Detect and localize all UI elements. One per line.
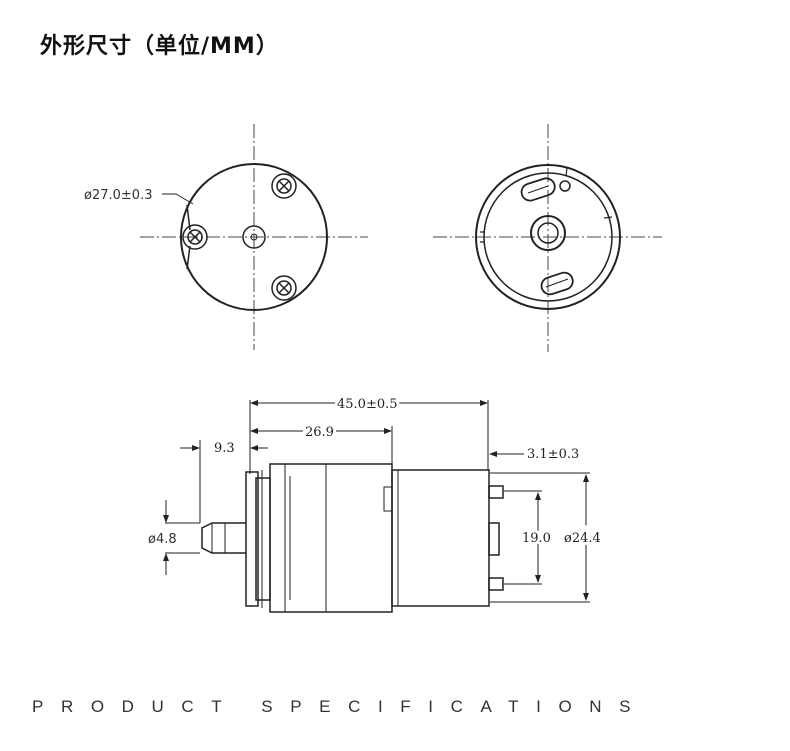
center-shaft-hole-inner: [537, 222, 559, 244]
footer-caption: PRODUCT SPECIFICATIONS: [32, 697, 649, 716]
side-dimension-lines: [163, 400, 590, 603]
screw-bottom: [271, 275, 297, 301]
total-length-label: 45.0±0.5: [337, 397, 398, 412]
center-port-inner: [250, 233, 258, 241]
center-shaft-hole-outer: [530, 215, 566, 251]
vent-hole: [559, 180, 571, 192]
terminal-length-label: 3.1±0.3: [527, 447, 579, 462]
screw-left: [182, 224, 208, 250]
rear-view: [433, 124, 662, 352]
rear-housing-inner: [483, 172, 613, 302]
front-housing-outline: [180, 163, 328, 311]
body-length-label: 26.9: [305, 425, 334, 440]
rear-housing-outer: [475, 164, 621, 310]
terminal-bottom: [488, 577, 504, 591]
nozzle: [201, 522, 246, 554]
nozzle-length-label: 9.3: [214, 441, 235, 456]
front-diameter-label: ø27.0±0.3: [84, 188, 152, 203]
pump-end-cap: [245, 471, 259, 607]
screw-top: [271, 173, 297, 199]
front-view: [140, 124, 368, 350]
terminal-spacing-label: 19.0: [522, 531, 551, 546]
nozzle-diameter-label: ø4.8: [148, 532, 177, 547]
terminal-slot-top: [520, 177, 556, 202]
motor-diameter-label: ø24.4: [564, 531, 601, 546]
diameter-leader: [162, 193, 194, 205]
motor-body: [391, 469, 490, 607]
page-title: 外形尺寸（单位/MM）: [40, 34, 279, 59]
side-view: [201, 463, 504, 613]
terminal-slot-bottom: [540, 271, 574, 296]
terminal-top: [488, 485, 504, 499]
pump-body: [269, 463, 393, 613]
center-port-outer: [242, 225, 266, 249]
